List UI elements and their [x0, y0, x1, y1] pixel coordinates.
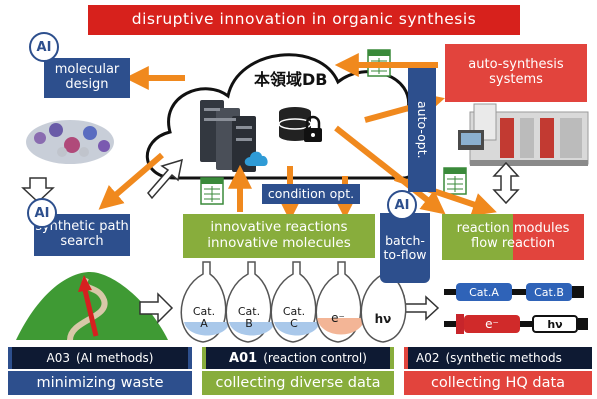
condition-opt-label: condition opt. [267, 185, 355, 201]
auto-synthesis-box: auto-synthesis systems [445, 44, 587, 102]
spreadsheet-icon [443, 167, 467, 195]
molecular-design-label: molecular design [54, 62, 120, 92]
reaction-modules-label: reaction modules [456, 221, 570, 237]
title-text: disruptive innovation in organic synthes… [131, 10, 477, 29]
server-icon [200, 100, 256, 172]
auto-opt-box: auto-opt. [408, 68, 436, 192]
molecule-image [26, 120, 114, 164]
bar-a01-footer: collecting diverse data [202, 371, 394, 395]
ai-badge-icon: AI [387, 190, 417, 220]
db-label: 本領域DB [254, 70, 328, 89]
synthetic-path-search-label: synthetic path search [35, 219, 129, 249]
auto-synthesis-label: auto-synthesis systems [468, 57, 564, 87]
bar-a03-footer: minimizing waste [8, 371, 192, 395]
molecular-design-box: molecular design [44, 58, 130, 98]
bar-a03-header: A03 (AI methods) [8, 347, 192, 369]
innovative-reactions-label: innovative reactions [210, 219, 348, 236]
ai-badge-icon: AI [29, 32, 59, 62]
outline-arrows [21, 158, 520, 324]
bar-a02: A02 (synthetic methods collecting HQ dat… [404, 347, 592, 395]
database-lock-icon [278, 107, 322, 142]
bar-a03: A03 (AI methods) minimizing waste [8, 347, 192, 395]
reaction-modules-box: reaction modules flow reaction [442, 214, 584, 260]
batch-to-flow-box: batch-to-flow [380, 213, 430, 283]
cartridge-electron: e⁻ [464, 315, 520, 333]
spreadsheet-icon [200, 177, 224, 205]
batch-to-flow-label: batch-to-flow [383, 232, 427, 262]
bar-a01-header: A01 (reaction control) [202, 347, 394, 369]
innovative-molecules-label: innovative molecules [207, 235, 351, 251]
cartridge-cat-a: Cat.A [456, 283, 512, 301]
ai-badge-icon: AI [27, 198, 57, 228]
flask-label-electron: e⁻ [331, 311, 345, 325]
bar-a02-footer: collecting HQ data [404, 371, 592, 395]
cartridge-light: hν [532, 315, 578, 333]
flow-reaction-label: flow reaction [471, 236, 555, 251]
bar-a01: A01 (reaction control) collecting divers… [202, 347, 394, 395]
flask-label-light: hν [374, 312, 392, 326]
innovative-reactions-box: innovative reactions innovative molecule… [183, 214, 375, 258]
bar-a02-header: A02 (synthetic methods [404, 347, 592, 369]
cartridge-connectors [444, 286, 588, 334]
cloud-small-icon [244, 151, 268, 166]
flask-label-cat-a: Cat. A [192, 305, 216, 331]
auto-opt-label: auto-opt. [415, 101, 431, 159]
cartridge-cat-b: Cat.B [526, 283, 572, 301]
condition-opt-box: condition opt. [262, 184, 360, 204]
title-banner: disruptive innovation in organic synthes… [88, 5, 520, 35]
flask-label-cat-c: Cat. C [282, 305, 306, 331]
synthesis-machine-image [458, 103, 589, 166]
hill-image [16, 272, 168, 341]
flask-label-cat-b: Cat. B [237, 305, 261, 331]
